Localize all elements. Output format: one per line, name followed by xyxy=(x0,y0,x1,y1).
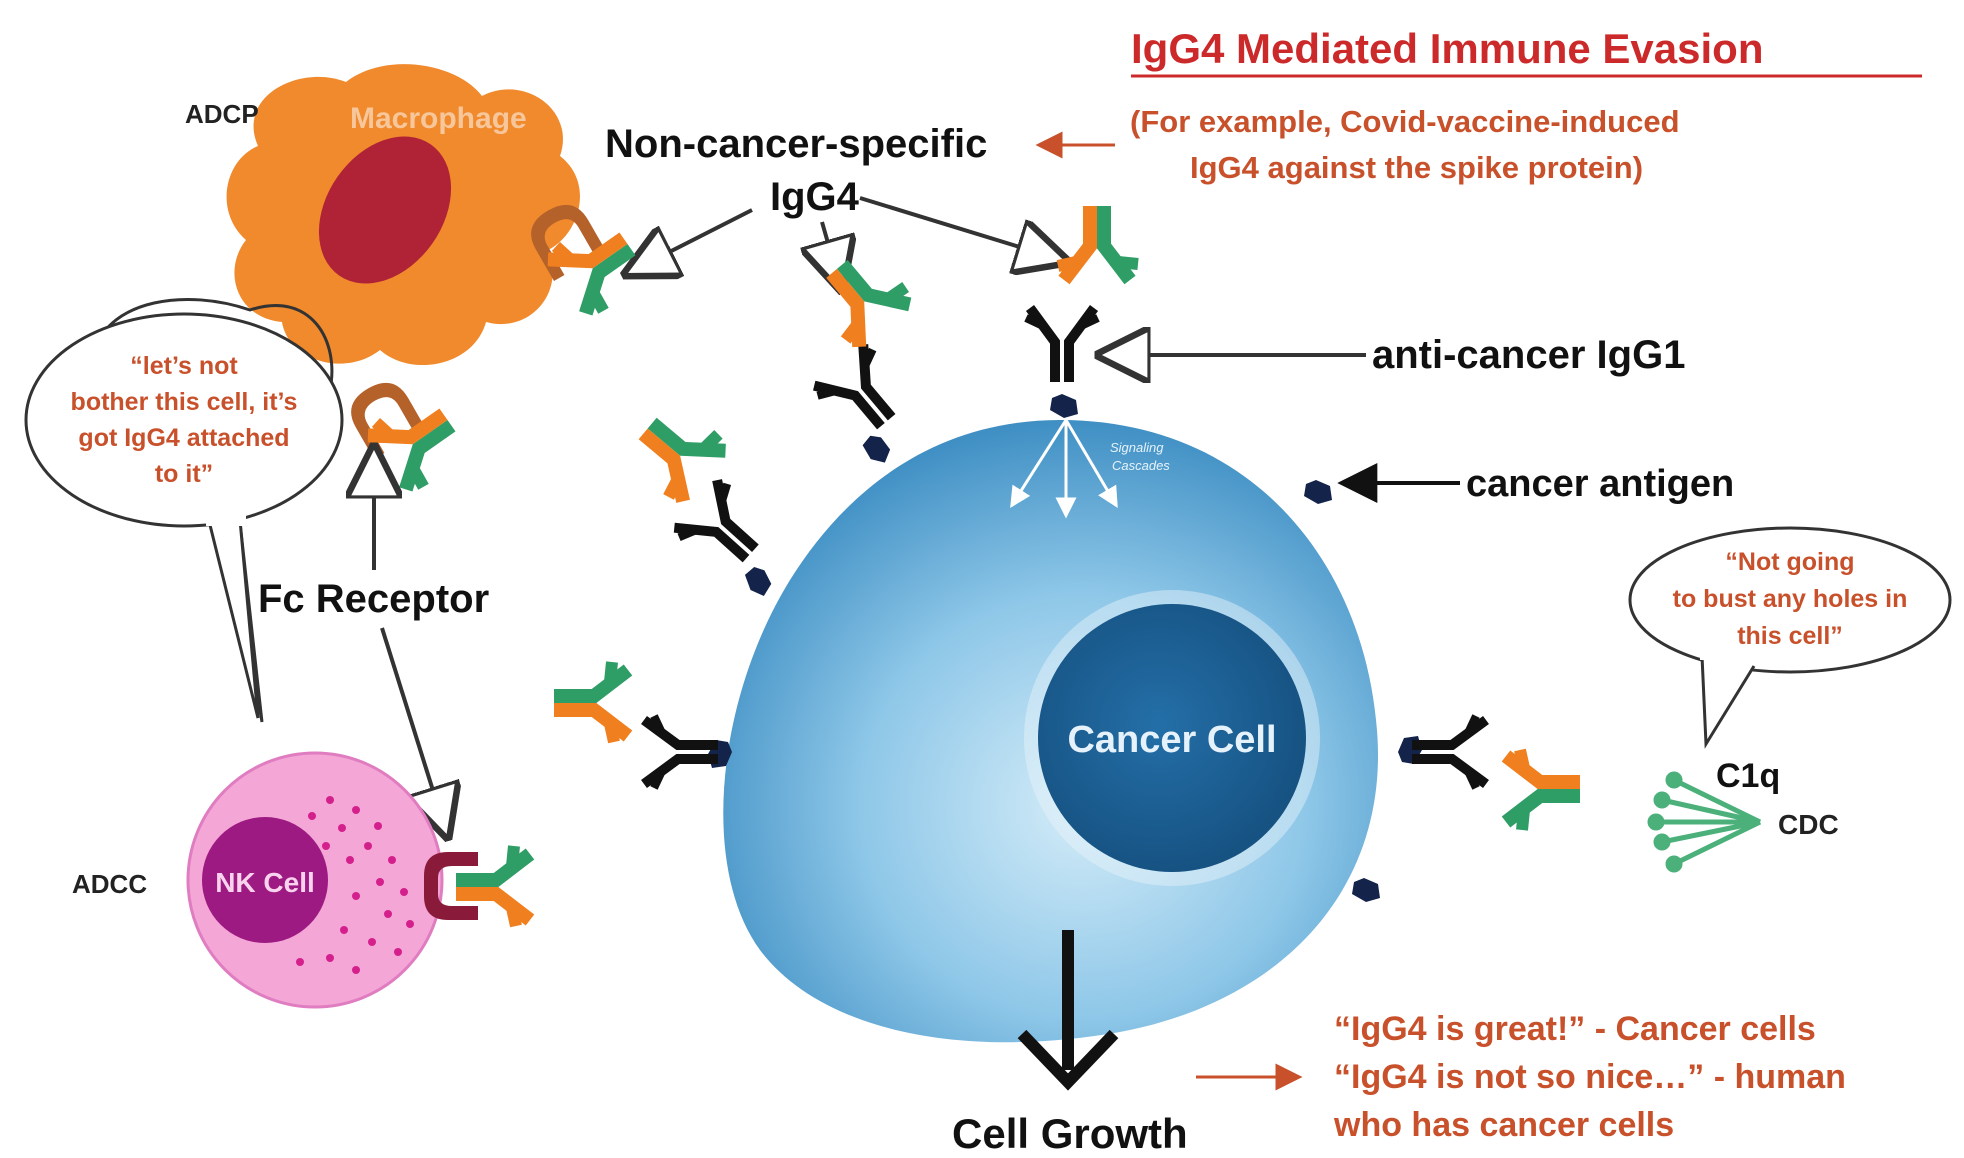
cancer-cell-label: Cancer Cell xyxy=(1067,719,1276,761)
right-bubble-line-2: to bust any holes in xyxy=(1673,585,1908,613)
igg1-top xyxy=(1026,308,1098,382)
cdc-label: CDC xyxy=(1778,809,1839,840)
quote-line-3: who has cancer cells xyxy=(1333,1106,1674,1144)
signaling-arrows xyxy=(1010,419,1118,519)
non-cancer-specific-label: Non-cancer-specific xyxy=(605,122,987,166)
igg4-arrow-to-macrophage xyxy=(630,208,753,272)
antigen-top xyxy=(1050,394,1078,418)
signaling-label-line-2: Cascades xyxy=(1112,458,1170,473)
adcp-label: ADCP xyxy=(185,99,259,129)
example-note-line-2: IgG4 against the spike protein) xyxy=(1190,150,1643,185)
adcc-label: ADCC xyxy=(72,869,147,899)
fc-arrow-down xyxy=(380,627,446,832)
left-bubble-line-3: got IgG4 attached xyxy=(78,424,289,452)
macrophage-nucleus xyxy=(318,136,452,284)
igg4-on-macrophage-lower xyxy=(364,388,471,496)
left-speech-bubble-pointer xyxy=(208,519,260,719)
left-bubble-line-4: to it” xyxy=(155,460,213,488)
igg1-lower-left xyxy=(644,716,718,788)
signaling-label-line-1: Signaling xyxy=(1110,440,1164,455)
antigen-left xyxy=(739,562,777,600)
cell-growth-arrowhead xyxy=(1017,1029,1119,1091)
igg4-upper xyxy=(807,243,916,351)
left-speech-bubble xyxy=(24,312,344,528)
right-bubble-line-1: “Not going xyxy=(1725,548,1854,576)
c1q-label: C1q xyxy=(1716,757,1780,795)
nk-cell-granules xyxy=(296,796,414,974)
igg4-label: IgG4 xyxy=(770,175,860,219)
igg1-right xyxy=(1412,716,1486,788)
antigen-upper-left xyxy=(858,431,895,467)
c1q-molecule xyxy=(1647,771,1762,873)
nk-cell-label: NK Cell xyxy=(215,867,315,898)
nk-fc-receptor xyxy=(424,852,478,920)
cancer-cell-nucleus xyxy=(1038,604,1306,872)
antigen-right-upper xyxy=(1304,480,1332,504)
quote-line-2: “IgG4 is not so nice…” - human xyxy=(1334,1058,1846,1096)
anti-cancer-igg1-label: anti-cancer IgG1 xyxy=(1372,333,1685,377)
cancer-antigen-label: cancer antigen xyxy=(1466,463,1734,505)
left-bubble-line-2: bother this cell, it’s xyxy=(71,388,298,416)
antigen-right-lower xyxy=(1352,878,1380,902)
right-bubble-line-3: this cell” xyxy=(1737,622,1843,650)
example-note-line-1: (For example, Covid-vaccine-induced xyxy=(1130,104,1680,139)
nk-cell-nucleus xyxy=(202,817,328,943)
fc-receptor-label: Fc Receptor xyxy=(258,577,489,621)
diagram-title: IgG4 Mediated Immune Evasion xyxy=(1131,25,1763,72)
left-bubble-line-1: “let’s not xyxy=(130,352,238,380)
left-bubble-pointer-mask xyxy=(206,512,246,526)
igg4-right xyxy=(1506,750,1580,830)
right-bubble-pointer-mask xyxy=(1700,648,1758,660)
right-speech-bubble-pointer xyxy=(1700,655,1756,749)
right-speech-bubble xyxy=(1628,526,1952,674)
igg4-top xyxy=(1058,206,1138,280)
igg4-arrow-to-top xyxy=(859,196,1062,260)
igg1-upper-left xyxy=(811,342,914,445)
igg4-lower-left xyxy=(554,662,628,742)
macrophage-label: Macrophage xyxy=(350,102,527,135)
cell-growth-label: Cell Growth xyxy=(952,1110,1188,1157)
quote-line-1: “IgG4 is great!” - Cancer cells xyxy=(1334,1010,1816,1048)
